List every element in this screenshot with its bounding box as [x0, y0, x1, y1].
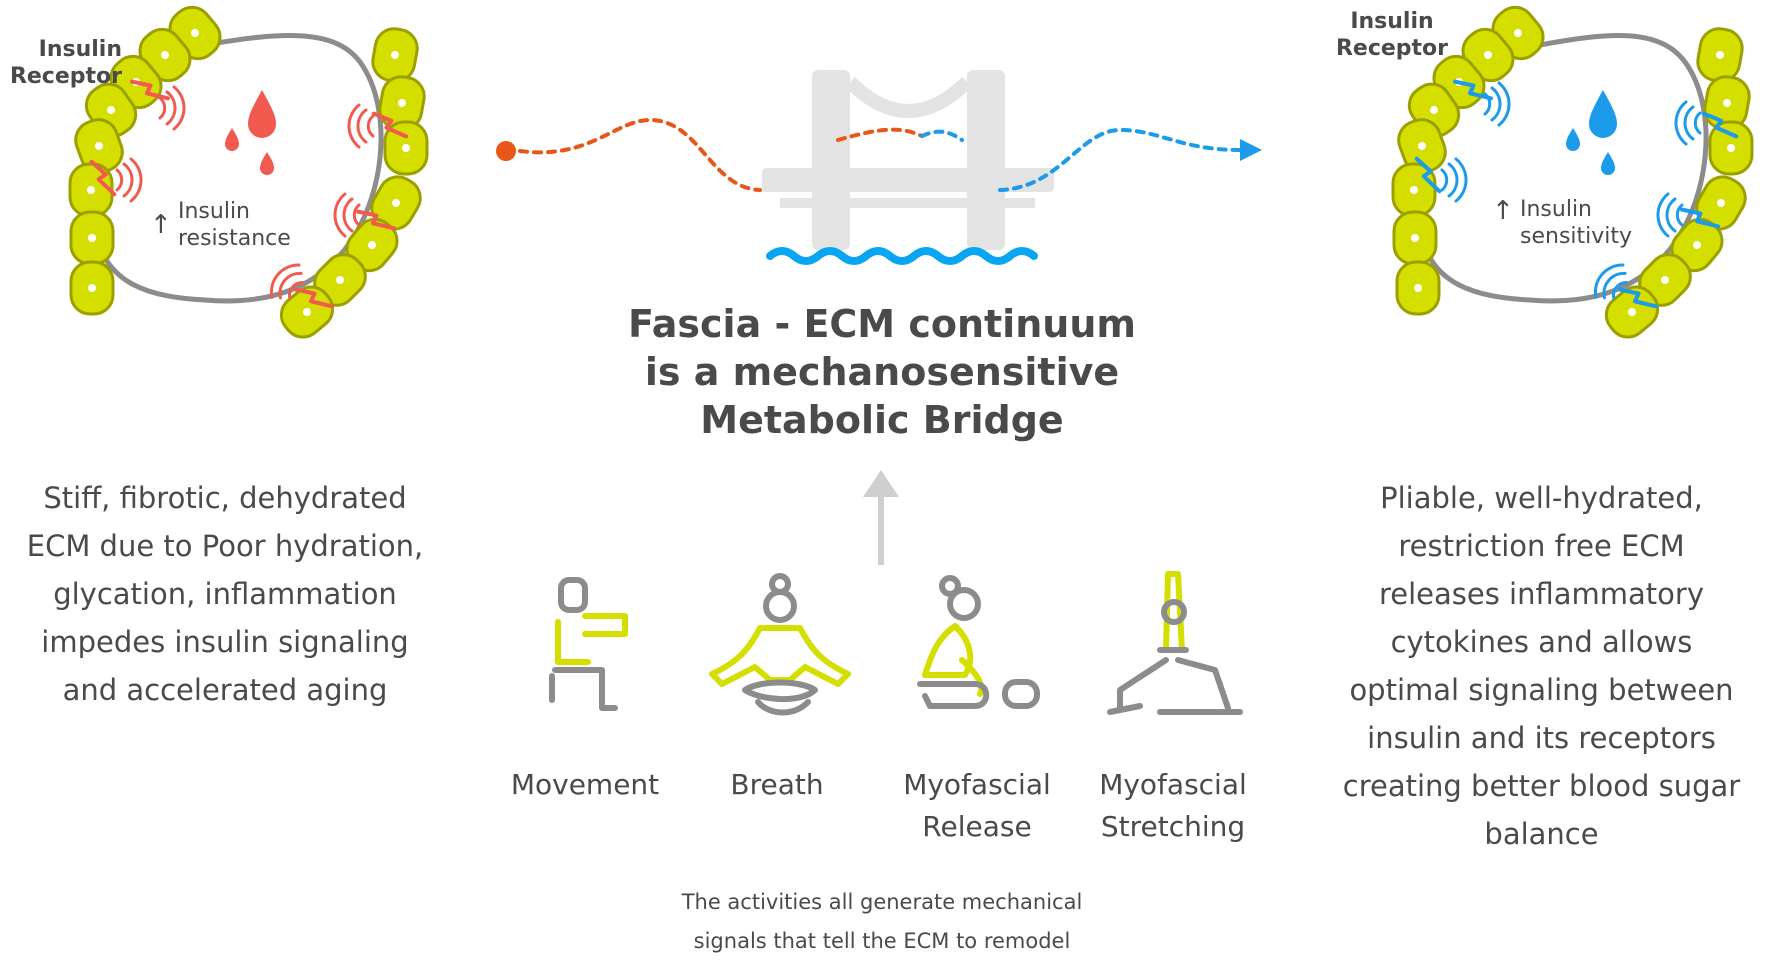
left-adipocyte-diagram [68, 0, 429, 347]
right-insulin-receptor-label: Insulin Receptor [1335, 9, 1449, 61]
bridge-title: Fascia - ECM continuum is a mechanosensi… [628, 302, 1136, 442]
foam-roller-icon [917, 575, 1040, 709]
activity-label-myofascial-stretching: Myofascial Stretching [1099, 768, 1247, 843]
left-description: Stiff, fibrotic, dehydrated ECM due to P… [26, 481, 424, 707]
right-description: Pliable, well-hydrated, restriction free… [1342, 481, 1741, 851]
metabolic-path-arrow [496, 117, 1262, 192]
lunge-stretch-icon [1107, 571, 1243, 715]
up-arrow-icon: ↑ [1492, 196, 1514, 226]
activity-label-myofascial-release: Myofascial Release [903, 768, 1051, 843]
up-arrow [863, 470, 899, 565]
activity-label-movement: Movement [510, 768, 660, 801]
up-arrow-icon: ↑ [150, 210, 172, 240]
activity-label-breath: Breath [730, 768, 824, 801]
bridge-icon [762, 70, 1054, 250]
right-adipocyte-diagram [1391, 0, 1754, 347]
water-waves-icon [766, 247, 1038, 265]
activities-footnote: The activities all generate mechanical s… [681, 890, 1083, 953]
meditation-icon [709, 573, 851, 716]
left-insulin-receptor-label: Insulin Receptor [9, 37, 122, 89]
squat-icon [549, 577, 628, 711]
